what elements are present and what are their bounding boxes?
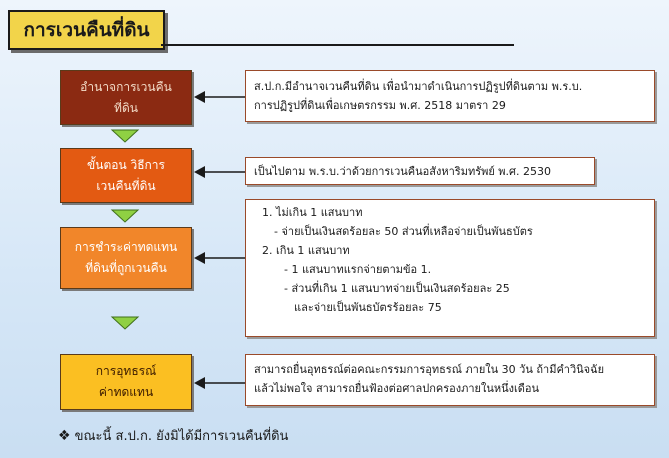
- description-line: เป็นไปตาม พ.ร.บ.ว่าด้วยการเวนคืนอสังหาริ…: [254, 165, 552, 178]
- step-box-procedure: ขั้นตอน วิธีการ เวนคืนที่ดิน: [60, 148, 192, 203]
- description-payment: 1. ไม่เกิน 1 แสนบาท - จ่ายเป็นเงินสดร้อย…: [245, 199, 655, 337]
- description-authority: ส.ป.ก.มีอำนาจเวนคืนที่ดิน เพื่อนำมาดำเนิ…: [245, 70, 655, 122]
- description-line: การปฏิรูปที่ดินเพื่อเกษตรกรรม พ.ศ. 2518 …: [254, 99, 506, 112]
- description-line: ส.ป.ก.มีอำนาจเวนคืนที่ดิน เพื่อนำมาดำเนิ…: [254, 80, 583, 93]
- left-arrow-icon: [194, 252, 245, 264]
- description-line: 1. ไม่เกิน 1 แสนบาท: [262, 206, 363, 219]
- step-box-appeal: การอุทธรณ์ ค่าทดแทน: [60, 354, 192, 410]
- step-label: เวนคืนที่ดิน: [96, 178, 156, 193]
- left-arrow-icon: [194, 91, 245, 103]
- step-box-authority: อำนาจการเวนคืน ที่ดิน: [60, 70, 192, 125]
- description-line: - ส่วนที่เกิน 1 แสนบาทจ่ายเป็นเงินสดร้อย…: [284, 282, 510, 295]
- description-line: แล้วไม่พอใจ สามารถยื่นฟ้องต่อศาลปกครองภา…: [254, 382, 540, 395]
- description-line: - จ่ายเป็นเงินสดร้อยละ 50 ส่วนที่เหลือจ่…: [274, 225, 533, 238]
- footnote-text: ขณะนี้ ส.ป.ก. ยังมิได้มีการเวนคืนที่ดิน: [74, 429, 289, 444]
- left-arrow-icon: [194, 377, 245, 389]
- title-underline: [161, 44, 514, 46]
- step-box-payment: การชำระค่าทดแทน ที่ดินที่ถูกเวนคืน: [60, 227, 192, 289]
- description-line: 2. เกิน 1 แสนบาท: [262, 244, 350, 257]
- step-label: ที่ดิน: [114, 100, 138, 115]
- step-label: ค่าทดแทน: [98, 385, 154, 399]
- description-line: และจ่ายเป็นพันธบัตรร้อยละ 75: [294, 301, 442, 314]
- down-arrow-icon: [110, 129, 140, 143]
- description-appeal: สามารถยื่นอุทธรณ์ต่อคณะกรรมการอุทธรณ์ ภา…: [245, 354, 655, 406]
- step-label: อำนาจการเวนคืน: [80, 79, 172, 94]
- description-procedure: เป็นไปตาม พ.ร.บ.ว่าด้วยการเวนคืนอสังหาริ…: [245, 157, 595, 185]
- diamond-bullet-icon: ❖: [58, 427, 71, 444]
- down-arrow-icon: [110, 316, 140, 330]
- description-line: - 1 แสนบาทแรกจ่ายตามข้อ 1.: [284, 263, 432, 276]
- step-label: การชำระค่าทดแทน: [74, 240, 178, 254]
- step-label: ขั้นตอน วิธีการ: [87, 157, 165, 172]
- step-label: ที่ดินที่ถูกเวนคืน: [85, 261, 167, 275]
- footnote: ❖ ขณะนี้ ส.ป.ก. ยังมิได้มีการเวนคืนที่ดิ…: [58, 425, 288, 446]
- step-label: การอุทธรณ์: [95, 364, 157, 378]
- down-arrow-icon: [110, 209, 140, 223]
- page-title: การเวนคืนที่ดิน: [8, 10, 165, 50]
- description-line: สามารถยื่นอุทธรณ์ต่อคณะกรรมการอุทธรณ์ ภา…: [254, 363, 605, 376]
- left-arrow-icon: [194, 166, 245, 178]
